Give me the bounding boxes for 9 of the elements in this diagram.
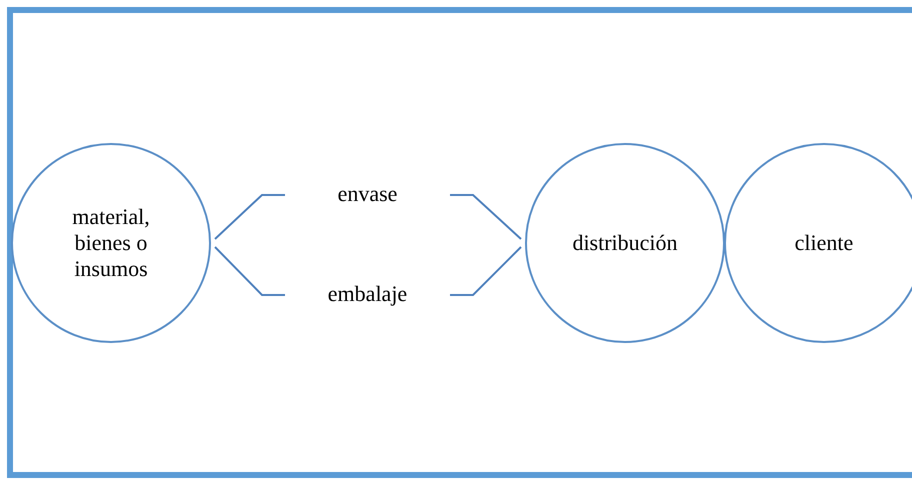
node-label: material, bienes o insumos [71,204,151,282]
node-label: cliente [794,230,854,256]
bracket-line [214,246,285,296]
node-label: distribución [572,230,678,256]
node-label: embalaje [328,281,408,307]
bracket-line [450,194,522,240]
bracket-line [214,194,285,240]
bracket-line [450,246,522,296]
node-label: envase [338,181,398,207]
